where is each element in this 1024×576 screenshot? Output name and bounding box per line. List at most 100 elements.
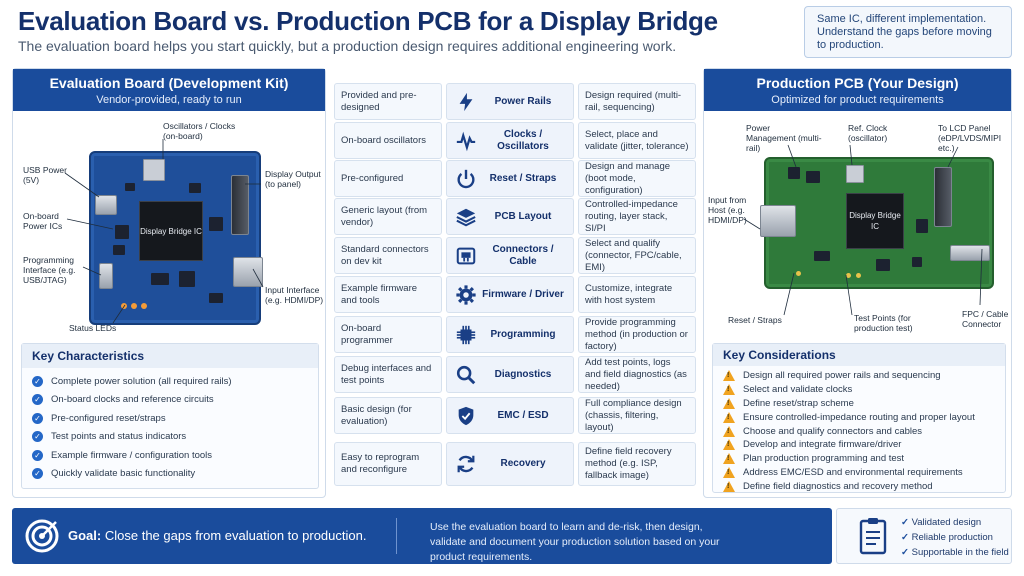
eval-cell: On-board programmer [334,316,442,353]
eval-cell: On-board oscillators [334,122,442,159]
list-item-text: Choose and qualify connectors and cables [743,425,923,437]
waveform-icon [453,128,479,154]
evaluation-board-panel: Evaluation Board (Development Kit) Vendo… [12,68,326,498]
callout-display-output: Display Output (to panel) [265,169,321,189]
page-title: Evaluation Board vs. Production PCB for … [18,6,718,36]
callout-ref-clock: Ref. Clock (oscillator) [848,123,888,143]
list-item-text: Define reset/strap scheme [743,397,854,409]
comparison-row: Pre-configured Reset / Straps Design and… [334,160,696,197]
goal-label: Goal: [68,528,102,543]
outcome-item: ✓ Validated design [901,515,1009,530]
usb-connector [95,195,117,215]
list-item: ! Choose and qualify connectors and cable… [723,424,995,438]
evaluation-panel-subtitle: Vendor-provided, ready to run [96,94,242,106]
aspect-label: Clocks / Oscillators [497,128,549,152]
list-item-text: Design all required power rails and sequ… [743,370,941,382]
connector-icon [453,243,479,269]
callout-status-leds: Status LEDs [69,323,117,333]
eval-cell: Pre-configured [334,160,442,197]
list-item-text: Plan production programming and test [743,453,905,465]
callout-programming: Programming Interface (e.g. USB/JTAG) [23,255,76,285]
list-item-text: Ensure controlled-impedance routing and … [743,411,975,423]
aspect-cell: Recovery [446,442,574,486]
aspect-label: Reset / Straps [489,172,557,184]
list-item: ✓ Test points and status indicators [32,428,308,447]
eval-cell: Standard connectors on dev kit [334,237,442,274]
check-icon: ✓ [32,412,43,424]
warning-icon: ! [723,384,735,396]
aspect-cell: Diagnostics [446,356,574,393]
production-pcb: Display Bridge IC [760,157,994,289]
list-item: ✓ Complete power solution (all required r… [32,372,308,391]
production-cell: Provide programming method (in productio… [578,316,696,353]
key-characteristics-title: Key Characteristics [22,344,318,368]
oscillator [143,159,165,181]
list-item-text: Pre-configured reset/straps [51,412,166,424]
warning-icon: ! [723,466,735,478]
hdmi-connector [760,205,796,237]
check-icon: ✓ [32,375,43,387]
warning-icon: ! [723,397,735,409]
production-cell: Design required (multi-rail, sequencing) [578,83,696,120]
gear-icon [453,282,479,308]
list-item-text: Test points and status indicators [51,431,187,443]
evaluation-panel-title: Evaluation Board (Development Kit) [49,75,289,91]
eval-cell: Debug interfaces and test points [334,356,442,393]
component [125,183,135,191]
callout-input-interface: Input Interface (e.g. HDMI/DP) [265,285,324,305]
callout-power-management: Power Management (multi-rail) [746,123,822,153]
check-icon: ✓ [32,394,43,406]
list-item-text: Example firmware / configuration tools [51,449,213,461]
hdmi-connector [233,257,263,287]
callout-power-ics: On-board Power ICs [23,211,63,231]
comparison-row: On-board oscillators Clocks / Oscillator… [334,122,696,159]
comparison-row: Example firmware and tools Firmware / Dr… [334,276,696,313]
warning-icon: ! [723,425,735,437]
outcomes-list: ✓ Validated design ✓ Reliable production… [901,515,1009,560]
component [151,273,169,285]
display-bridge-chip: Display Bridge IC [846,193,904,249]
comparison-row: Provided and pre-designed Power Rails De… [334,83,696,120]
comparison-row: Basic design (for evaluation) EMC / ESD … [334,397,696,434]
list-item-text: Complete power solution (all required ra… [51,375,232,387]
check-icon: ✓ [901,547,909,558]
info-note: Same IC, different implementation. Under… [804,6,1012,58]
aspect-label: Connectors / Cable [492,243,554,267]
lcd-connector [934,167,952,227]
aspect-cell: Firmware / Driver [446,276,574,313]
aspect-label: Power Rails [494,95,552,107]
aspect-label: PCB Layout [494,210,552,222]
list-item: ✓On-board clocks and reference circuits [32,391,308,410]
list-item-text: Select and validate clocks [743,384,853,396]
power-ic [806,171,820,183]
evaluation-panel-header: Evaluation Board (Development Kit) Vendo… [13,69,325,111]
key-considerations-list: ! Design all required power rails and seq… [713,366,1005,496]
comparison-row: Standard connectors on dev kit Connector… [334,237,696,274]
chip-label: Display Bridge IC [849,211,901,231]
component [916,219,928,233]
aspect-cell: Clocks / Oscillators [446,122,574,159]
list-item: ! Define reset/strap scheme [723,397,995,411]
goal-description: Use the evaluation board to learn and de… [430,521,720,563]
evaluation-callout-lines [64,139,264,324]
aspect-cell: EMC / ESD [446,397,574,434]
target-icon [24,518,60,554]
production-cell: Add test points, logs and field diagnost… [578,356,696,393]
chip-label: Display Bridge IC [140,226,202,236]
goal-text: Close the gaps from evaluation to produc… [104,528,367,543]
comparison-row: Generic layout (from vendor) PCB Layout … [334,198,696,235]
list-item: !Ensure controlled-impedance routing and… [723,410,995,424]
production-cell: Design and manage (boot mode, configurat… [578,160,696,197]
layers-icon [453,204,479,230]
production-cell: Define field recovery method (e.g. ISP, … [578,442,696,486]
outcome-item: ✓ Reliable production [901,530,1009,545]
list-item-text: Address EMC/ESD and environmental requir… [743,466,963,478]
goal-banner: Goal: Close the gaps from evaluation to … [12,508,832,564]
production-callout-lines [743,144,983,316]
power-icon [453,166,479,192]
check-icon: ✓ [32,431,43,443]
outcome-item: ✓ Supportable in the field [901,545,1009,560]
comparison-row: Easy to reprogram and reconfigure Recove… [334,442,696,486]
test-point [846,273,851,278]
aspect-cell: Reset / Straps [446,160,574,197]
